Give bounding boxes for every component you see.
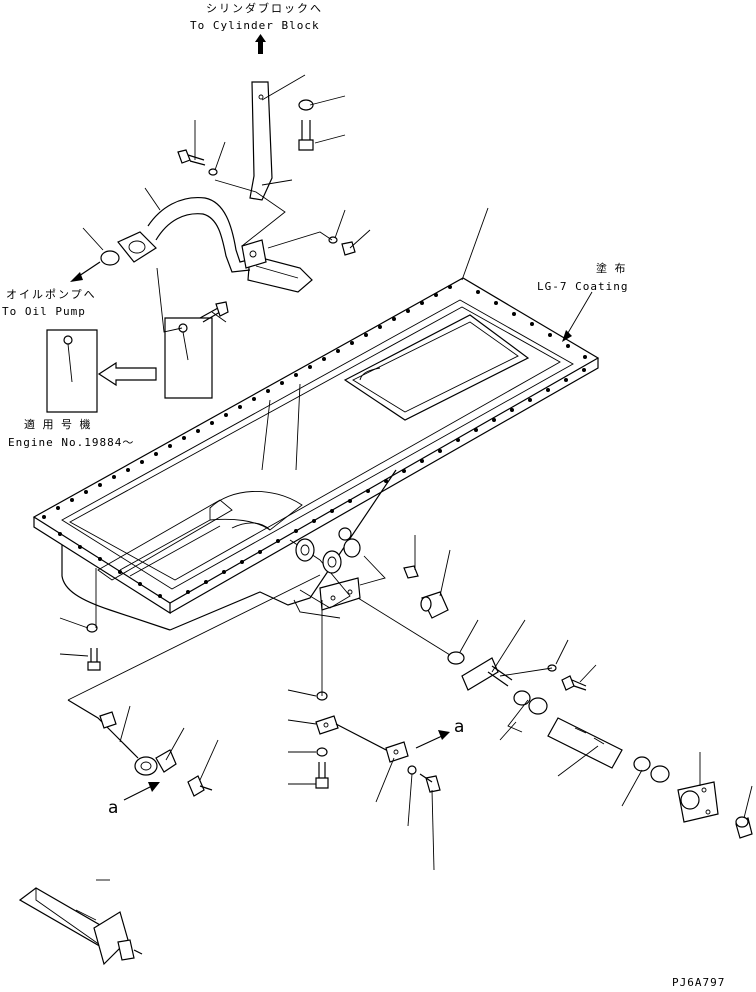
washer [316, 747, 328, 757]
coating-label-en: LG-7 Coating [537, 280, 629, 293]
bolt [177, 149, 206, 166]
leader-lines-lower-left [59, 568, 321, 781]
reference-a-right: a [454, 717, 465, 737]
bracket [315, 715, 409, 763]
cylinder-block-label-jp: シリンダブロックへ [206, 2, 323, 15]
leader-lines-side [357, 535, 479, 656]
leader-lines-right [491, 619, 753, 819]
plug-seal [447, 651, 465, 665]
leader-lines-pan [461, 207, 593, 339]
coating-arrow [562, 330, 572, 342]
washer [407, 765, 417, 775]
oil-pump-label-en: To Oil Pump [2, 305, 86, 318]
flange-bolt-holes [42, 285, 587, 598]
washer [86, 623, 98, 633]
coating-label-jp: 塗 布 [596, 262, 628, 275]
flange-tube [461, 657, 513, 691]
leader-lines-bottom [75, 879, 110, 921]
applicable-engine-label-jp: 適 用 号 機 [24, 418, 93, 431]
washer [328, 236, 338, 244]
bolt [199, 301, 229, 323]
engine-number-label: Engine No.19884～ [8, 436, 135, 449]
clip [403, 565, 419, 579]
leader-lines-mid [287, 600, 435, 871]
suction-pipe [117, 81, 313, 293]
arrow-ref-a-left [123, 782, 160, 801]
arrow-to-oil-pump [70, 261, 101, 282]
drawing-id: PJ6A797 [672, 976, 726, 989]
fitting-flange [677, 781, 719, 823]
nut [341, 241, 356, 256]
dipstick-assembly [18, 887, 143, 966]
detail-box-old [46, 329, 98, 413]
bolt [187, 775, 213, 797]
hose-clamp [633, 756, 670, 783]
oil-pump-label-jp: オイルポンプへ [6, 288, 97, 301]
bolt [419, 773, 441, 793]
arrow-ref-a-right [415, 730, 450, 749]
cap-bolt [735, 816, 753, 839]
cylinder-block-label-en: To Cylinder Block [190, 19, 320, 32]
washer [208, 168, 218, 176]
hose-clamp [513, 690, 548, 715]
side-fittings [295, 527, 361, 611]
drain-plug [420, 591, 449, 619]
gasket [100, 250, 120, 266]
arrow-to-cylinder-block [255, 34, 266, 54]
hollow-arrow [97, 361, 157, 387]
nut [298, 99, 314, 111]
leader-lines-upper [82, 74, 371, 323]
detail-box-new [156, 267, 213, 399]
sender-unit [67, 699, 177, 776]
oil-pan [32, 277, 600, 631]
hose [547, 717, 623, 769]
stud-bolt [298, 120, 314, 151]
reference-a-left: a [108, 798, 119, 818]
bolt [87, 648, 101, 671]
bolt [561, 675, 587, 691]
bolt [315, 762, 329, 789]
